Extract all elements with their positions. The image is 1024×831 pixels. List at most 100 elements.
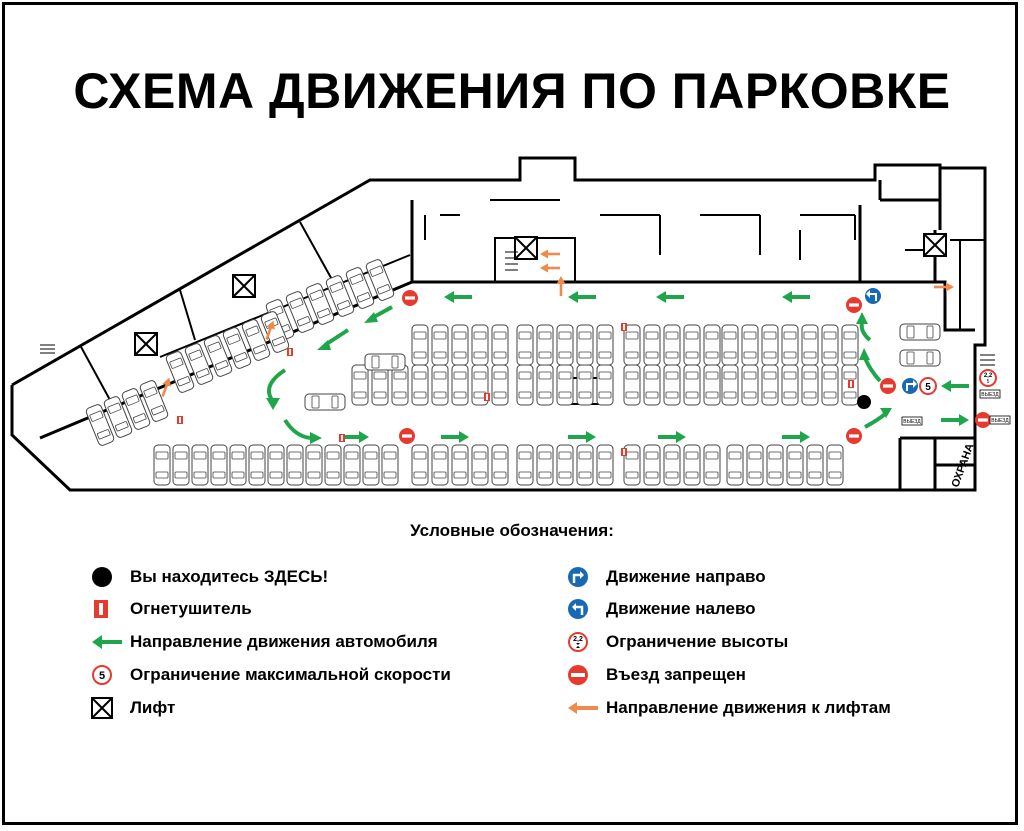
parked-car	[431, 364, 449, 406]
page-title: СХЕМА ДВИЖЕНИЯ ПО ПАРКОВКЕ	[73, 63, 951, 119]
parked-car	[248, 444, 266, 486]
parked-car	[431, 444, 449, 486]
parked-car	[623, 364, 641, 406]
legend-label: Въезд запрещен	[606, 665, 746, 684]
parked-car	[556, 324, 574, 366]
orange-arrow-icon	[568, 702, 598, 714]
legend-label: Ограничение максимальной скорости	[130, 665, 451, 684]
parked-car	[286, 444, 304, 486]
parked-car	[821, 324, 839, 366]
parked-car	[172, 444, 190, 486]
parked-car	[451, 444, 469, 486]
elevator-icon	[514, 236, 538, 260]
parked-car	[364, 353, 406, 371]
svg-text:ВЫЕЗД: ВЫЕЗД	[903, 419, 921, 425]
parked-car	[229, 444, 247, 486]
parked-car	[741, 324, 759, 366]
parked-car	[596, 324, 614, 366]
parked-car	[761, 364, 779, 406]
interior-walls	[79, 199, 985, 405]
parked-car	[516, 364, 534, 406]
parked-car	[351, 364, 369, 406]
parked-car	[516, 444, 534, 486]
elevator-icon	[232, 274, 256, 298]
parked-car	[663, 324, 681, 366]
parked-car	[781, 364, 799, 406]
parked-car	[761, 324, 779, 366]
parked-car	[381, 444, 399, 486]
parked-car	[362, 444, 380, 486]
parked-car	[153, 444, 171, 486]
parked-car	[596, 364, 614, 406]
legend-label: Огнетушитель	[130, 599, 252, 618]
parked-car	[411, 444, 429, 486]
parked-car	[576, 324, 594, 366]
parked-car	[703, 324, 721, 366]
parked-car	[491, 324, 509, 366]
you-are-here-icon	[857, 395, 871, 409]
parked-car	[536, 444, 554, 486]
parked-car	[411, 324, 429, 366]
parked-car	[304, 393, 346, 411]
parked-car	[703, 364, 721, 406]
parked-car	[899, 323, 941, 341]
legend-title: Условные обозначения:	[410, 521, 614, 540]
parked-car	[536, 364, 554, 406]
green-arrow-heads	[266, 312, 892, 444]
parked-car	[411, 364, 429, 406]
turn-right-icon	[902, 378, 918, 394]
parked-car	[721, 324, 739, 366]
parked-car	[371, 364, 389, 406]
parked-car	[821, 364, 839, 406]
parked-car	[210, 444, 228, 486]
speed-limit-icon: 5	[92, 665, 112, 685]
fire-extinguisher-icon	[94, 600, 108, 618]
parked-car	[643, 324, 661, 366]
green-curve-arrows	[267, 305, 887, 440]
parked-car	[191, 444, 209, 486]
parked-car	[343, 444, 361, 486]
parked-car	[826, 444, 844, 486]
parked-car	[391, 364, 409, 406]
turn-left-icon	[568, 599, 588, 619]
elevator-icon	[134, 332, 158, 356]
parked-car	[491, 364, 509, 406]
parked-car	[841, 324, 859, 366]
legend-label: Направление движения к лифтам	[606, 698, 891, 717]
parked-car	[663, 364, 681, 406]
parked-car	[683, 324, 701, 366]
building-walls	[10, 156, 987, 492]
svg-text:5: 5	[987, 379, 990, 385]
legend-label: Вы находитесь ЗДЕСЬ!	[130, 567, 329, 586]
parked-car	[786, 444, 804, 486]
parked-car	[663, 444, 681, 486]
parked-car	[536, 324, 554, 366]
svg-text:2,2: 2,2	[573, 636, 583, 643]
parked-car	[491, 444, 509, 486]
parked-car	[801, 324, 819, 366]
parked-car	[267, 444, 285, 486]
parked-car	[899, 349, 941, 367]
parked-car	[801, 364, 819, 406]
parked-car	[471, 444, 489, 486]
parked-car	[576, 364, 594, 406]
height-limit-icon: 2,2 5	[979, 369, 997, 387]
legend-label: Движение налево	[606, 599, 756, 618]
parked-car	[781, 324, 799, 366]
parked-car	[451, 324, 469, 366]
parked-car	[451, 364, 469, 406]
parked-car	[431, 324, 449, 366]
svg-text:5: 5	[99, 670, 105, 682]
svg-text:ВЫЕЗД: ВЫЕЗД	[981, 392, 999, 398]
parked-car	[516, 324, 534, 366]
parked-car	[556, 444, 574, 486]
parked-car	[806, 444, 824, 486]
speed-limit-icon: 5	[919, 377, 937, 395]
legend-label: Движение направо	[606, 567, 766, 586]
svg-text:5: 5	[925, 382, 931, 393]
parked-car	[643, 444, 661, 486]
height-limit-icon: 2,2	[568, 632, 588, 652]
elevator-icon	[923, 233, 947, 257]
parked-car	[576, 444, 594, 486]
no-entry-icon	[568, 665, 588, 685]
